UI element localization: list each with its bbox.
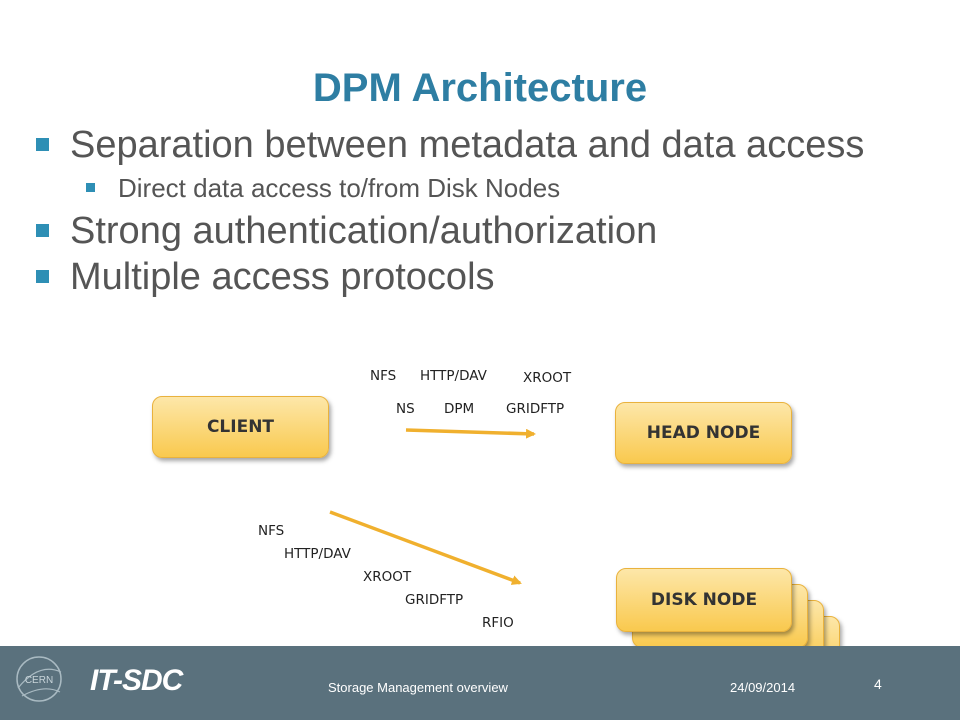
disk-protocol-label: HTTP/DAV: [284, 546, 351, 562]
head-node-label: HEAD NODE: [646, 423, 761, 443]
bullet-text: Separation between metadata and data acc…: [70, 124, 865, 166]
bullet-text: Strong authentication/authorization: [70, 210, 658, 252]
bullet-marker-icon: [86, 183, 95, 192]
it-sdc-brand: IT-SDC: [90, 664, 183, 697]
page-number: 4: [874, 676, 882, 692]
head-node: HEAD NODE: [615, 402, 792, 464]
bullet-marker-icon: [36, 138, 49, 151]
head-protocol-label: NFS: [370, 368, 397, 384]
bullet-item: Strong authentication/authorization: [34, 208, 864, 254]
bullet-marker-icon: [36, 224, 49, 237]
slide-title: DPM Architecture: [312, 66, 648, 110]
head-protocol-label: HTTP/DAV: [420, 368, 487, 384]
cern-logo-icon: CERN: [16, 656, 62, 702]
disk-node-label: DISK NODE: [650, 590, 758, 610]
head-protocol-label: XROOT: [523, 370, 572, 386]
client-to-disk-arrow: [329, 510, 522, 585]
head-protocol-label: NS: [396, 401, 415, 417]
bullet-text: Direct data access to/from Disk Nodes: [118, 173, 561, 203]
bullet-text: Multiple access protocols: [70, 256, 495, 298]
disk-protocol-label: XROOT: [363, 569, 412, 585]
sub-bullet-item: Direct data access to/from Disk Nodes: [34, 168, 864, 208]
bullet-marker-icon: [36, 270, 49, 283]
disk-protocol-label: RFIO: [482, 615, 514, 631]
head-protocol-label: DPM: [444, 401, 475, 417]
bullet-list: Separation between metadata and data acc…: [34, 122, 864, 300]
disk-node: DISK NODE: [616, 568, 792, 632]
footer-bar: CERN IT-SDC Storage Management overview …: [0, 646, 960, 720]
client-node: CLIENT: [152, 396, 329, 458]
client-to-head-arrow: [405, 428, 536, 439]
head-protocol-label: GRIDFTP: [506, 401, 565, 417]
bullet-item: Multiple access protocols: [34, 254, 864, 300]
client-node-label: CLIENT: [206, 417, 275, 437]
cern-logo-text: CERN: [25, 675, 53, 686]
disk-protocol-label: NFS: [258, 523, 285, 539]
presentation-date: 24/09/2014: [730, 680, 796, 695]
presentation-title: Storage Management overview: [328, 680, 508, 695]
bullet-item: Separation between metadata and data acc…: [34, 122, 864, 168]
disk-protocol-label: GRIDFTP: [405, 592, 464, 608]
